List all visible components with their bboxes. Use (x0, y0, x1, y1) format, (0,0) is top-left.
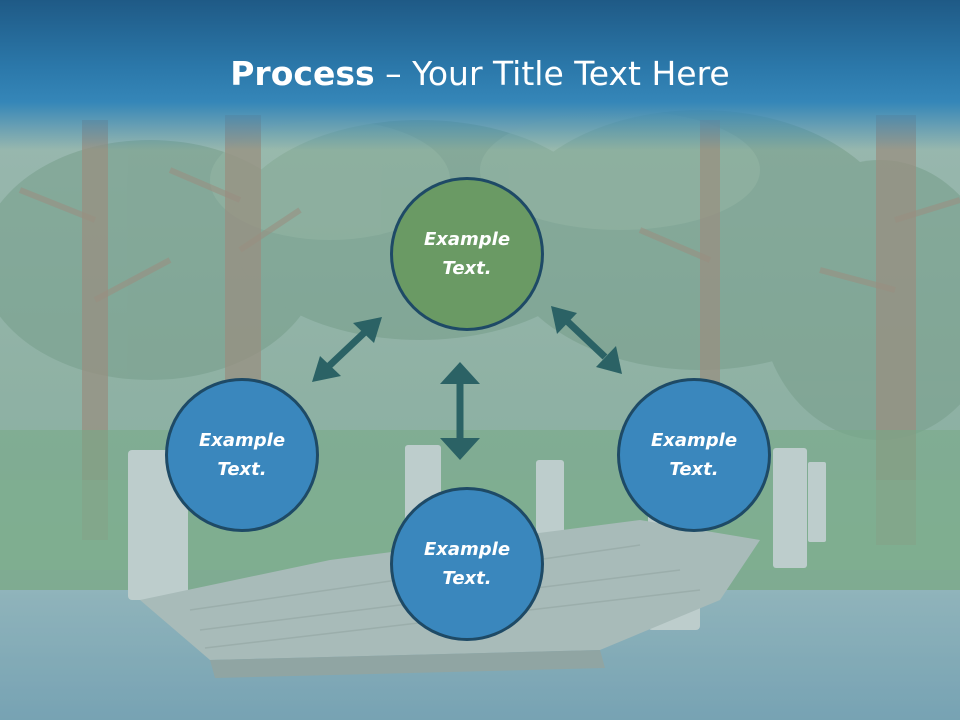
process-node-top[interactable]: Example Text. (390, 177, 544, 331)
process-node-bottom[interactable]: Example Text. (390, 487, 544, 641)
node-right-text: Example Text. (650, 430, 738, 480)
process-node-right[interactable]: Example Text. (617, 378, 771, 532)
title-bar (0, 0, 960, 150)
arrow-center-vertical[interactable] (440, 362, 480, 460)
arrow-left-top[interactable] (312, 317, 382, 382)
node-left-text: Example Text. (198, 430, 286, 480)
title-rest: – Your Title Text Here (374, 54, 730, 93)
arrow-top-right[interactable] (551, 306, 622, 374)
title-bold: Process (230, 54, 375, 93)
node-top-text: Example Text. (423, 229, 511, 279)
node-bottom-text: Example Text. (423, 539, 511, 589)
slide-title: Process – Your Title Text Here (0, 52, 960, 96)
process-node-left[interactable]: Example Text. (165, 378, 319, 532)
